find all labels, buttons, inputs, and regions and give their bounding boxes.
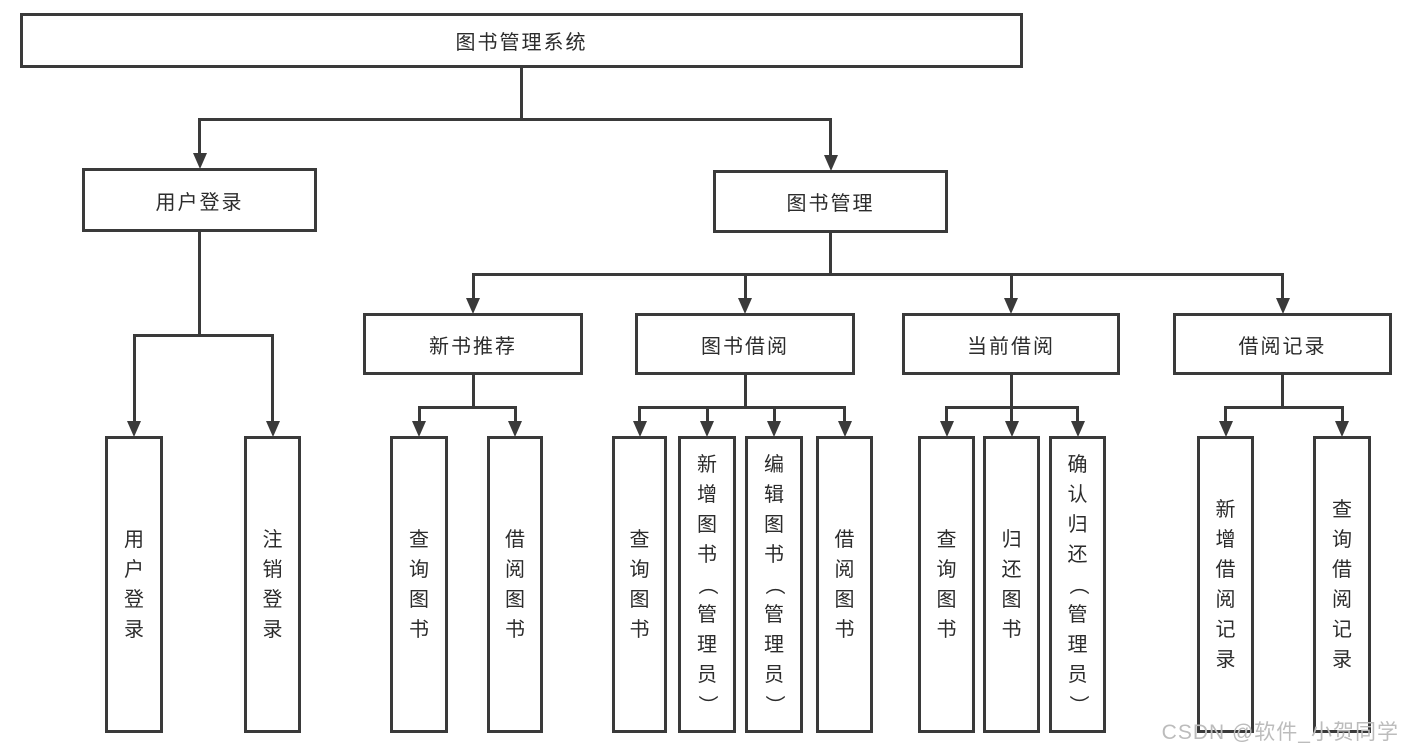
node-leaf-logout: 注销登录 — [244, 436, 301, 733]
node-label-leaf-br-query: 查询借阅记录 — [1332, 498, 1352, 671]
node-label-leaf-br-add: 新增借阅记录 — [1215, 498, 1236, 671]
node-root: 图书管理系统 — [20, 13, 1023, 68]
connector-line — [1340, 406, 1344, 423]
connector-line — [638, 406, 641, 423]
csdn-watermark: CSDN @软件_小贺同学 — [1161, 721, 1399, 744]
node-leaf-br-add: 新增借阅记录 — [1197, 436, 1254, 733]
connector-line — [520, 67, 523, 120]
arrowhead-icon — [738, 298, 752, 314]
node-label-new-book-rec: 新书推荐 — [429, 335, 517, 358]
node-label-book-borrow: 图书借阅 — [701, 335, 789, 358]
arrowhead-icon — [508, 421, 522, 437]
connector-line — [198, 118, 201, 155]
connector-line — [471, 374, 475, 408]
arrowhead-icon — [466, 298, 480, 314]
connector-line — [271, 334, 274, 423]
node-label-leaf-cb-query: 查询图书 — [936, 528, 957, 641]
arrowhead-icon — [1218, 421, 1233, 437]
node-leaf-bb-query: 查询图书 — [612, 436, 667, 733]
node-label-leaf-nbr-query: 查询图书 — [409, 528, 429, 641]
arrowhead-icon — [823, 155, 838, 171]
node-book-borrow: 图书借阅 — [635, 313, 855, 375]
connector-line — [829, 232, 832, 275]
arrowhead-icon — [1004, 421, 1019, 437]
arrowhead-icon — [767, 421, 781, 437]
node-borrow-records: 借阅记录 — [1173, 313, 1392, 375]
arrowhead-icon — [192, 153, 207, 169]
connector-line — [705, 406, 709, 423]
connector-line — [132, 334, 136, 423]
arrowhead-icon — [632, 421, 647, 437]
node-leaf-user-login: 用户登录 — [105, 436, 163, 733]
node-leaf-cb-return: 归还图书 — [983, 436, 1040, 733]
connector-line — [743, 374, 747, 408]
node-leaf-nbr-borrow: 借阅图书 — [487, 436, 543, 733]
connector-line — [471, 273, 1284, 276]
node-leaf-bb-add: 新增图书（管理员） — [678, 436, 736, 733]
node-new-book-rec: 新书推荐 — [363, 313, 583, 375]
connector-line — [829, 118, 832, 157]
arrowhead-icon — [127, 421, 141, 437]
connector-line — [132, 334, 274, 337]
connector-line — [743, 273, 747, 300]
node-leaf-bb-edit: 编辑图书（管理员） — [745, 436, 803, 733]
arrowhead-icon — [265, 421, 280, 437]
node-current-borrow: 当前借阅 — [902, 313, 1120, 375]
node-label-book-mgmt-group: 图书管理 — [786, 193, 875, 215]
connector-line — [1009, 374, 1013, 408]
node-label-leaf-cb-return: 归还图书 — [1001, 528, 1022, 641]
connector-line — [1009, 273, 1013, 300]
node-label-leaf-nbr-borrow: 借阅图书 — [505, 528, 525, 641]
connector-line — [417, 406, 517, 409]
node-leaf-nbr-query: 查询图书 — [390, 436, 448, 733]
connector-line — [638, 406, 846, 409]
node-label-root: 图书管理系统 — [455, 32, 588, 54]
connector-line — [772, 406, 776, 423]
connector-line — [945, 406, 948, 423]
connector-line — [843, 406, 846, 423]
arrowhead-icon — [939, 421, 954, 437]
connector-line — [1281, 273, 1284, 300]
arrowhead-icon — [1004, 298, 1018, 314]
node-label-leaf-bb-borrow: 借阅图书 — [834, 528, 855, 641]
connector-line — [198, 231, 201, 336]
arrowhead-icon — [1335, 421, 1349, 437]
node-leaf-bb-borrow: 借阅图书 — [816, 436, 873, 733]
node-user-login-group: 用户登录 — [82, 168, 317, 232]
node-label-leaf-bb-add: 新增图书（管理员） — [696, 453, 718, 715]
node-label-leaf-cb-confirm: 确认归还（管理员） — [1066, 453, 1089, 715]
connector-line — [417, 406, 421, 423]
node-label-current-borrow: 当前借阅 — [967, 335, 1055, 358]
arrowhead-icon — [700, 421, 714, 437]
connector-line — [1224, 406, 1344, 409]
node-label-leaf-logout: 注销登录 — [262, 528, 283, 641]
arrowhead-icon — [837, 421, 852, 437]
connector-line — [198, 118, 832, 121]
node-label-user-login-group: 用户登录 — [155, 191, 244, 214]
node-label-leaf-bb-edit: 编辑图书（管理员） — [763, 453, 785, 715]
arrowhead-icon — [1070, 421, 1085, 437]
arrowhead-icon — [412, 421, 426, 437]
node-leaf-cb-confirm: 确认归还（管理员） — [1049, 436, 1106, 733]
arrowhead-icon — [1275, 298, 1290, 314]
connector-line — [1281, 374, 1284, 408]
node-leaf-cb-query: 查询图书 — [918, 436, 975, 733]
connector-line — [1224, 406, 1227, 423]
node-leaf-br-query: 查询借阅记录 — [1313, 436, 1371, 733]
connector-line — [1010, 406, 1013, 423]
node-book-mgmt-group: 图书管理 — [713, 170, 948, 233]
connector-line — [513, 406, 517, 423]
connector-line — [471, 273, 475, 300]
node-label-leaf-bb-query: 查询图书 — [629, 528, 650, 641]
connector-line — [1076, 406, 1079, 423]
node-label-leaf-user-login: 用户登录 — [124, 528, 144, 641]
node-label-borrow-records: 借阅记录 — [1238, 335, 1327, 358]
